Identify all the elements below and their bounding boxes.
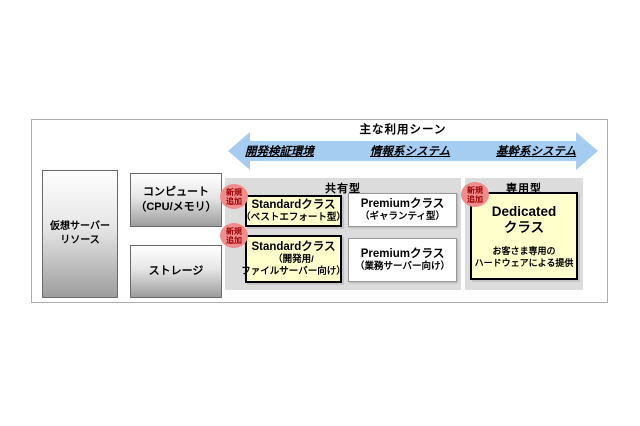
new-addition-badge-dedicated: 新規 追加 [461, 182, 489, 207]
main-usage-title: 主な利用シーン [359, 124, 447, 136]
arrow-label-info-system: 情報系システム [370, 146, 451, 158]
badge1-line2: 追加 [226, 196, 242, 206]
standard2-title: Standardクラス [251, 241, 336, 253]
dedicated-class-box: Dedicated クラス お客さま専用の ハードウェアによる提供 [470, 192, 578, 280]
storage-box: ストレージ [130, 245, 222, 298]
badge1-line1: 新規 [226, 187, 242, 197]
badge3-line2: 追加 [467, 194, 483, 204]
arrow-shaft [249, 141, 577, 161]
standard2-subtitle-line1: （開発用/ [273, 254, 314, 265]
premium-class-business-server-box: Premiumクラス （業務サーバー向け） [348, 238, 457, 282]
badge2-line1: 新規 [226, 226, 242, 236]
standard-class-best-effort-box: Standardクラス （ベストエフォート型） [241, 195, 346, 227]
compute-line1: コンピュート [143, 186, 209, 198]
virtual-server-resource-line2: リソース [60, 235, 100, 246]
virtual-server-resource-line1: 仮想サーバー [50, 221, 110, 232]
premium2-title: Premiumクラス [360, 248, 445, 260]
dedicated-title-line2: クラス [503, 220, 545, 235]
premium-class-guarantee-box: Premiumクラス （ギャランティ型） [348, 193, 457, 227]
compute-line2: （CPU/メモリ） [135, 201, 217, 213]
dedicated-title-line1: Dedicated [491, 204, 557, 219]
virtual-server-resource-box: 仮想サーバー リソース [42, 170, 118, 298]
arrow-right-head-icon [576, 132, 598, 170]
standard-class-dev-fileserver-box: Standardクラス （開発用/ ファイルサーバー向け） [241, 235, 346, 283]
standard1-subtitle: （ベストエフォート型） [241, 212, 346, 223]
compute-box: コンピュート （CPU/メモリ） [130, 173, 222, 227]
arrow-label-dev-env: 開発検証環境 [245, 146, 314, 158]
new-addition-badge-standard2: 新規 追加 [220, 223, 248, 248]
arrow-label-core-system: 基幹系システム [496, 146, 577, 158]
storage-line1: ストレージ [148, 265, 204, 277]
badge2-line2: 追加 [226, 235, 242, 245]
dedicated-desc-line1: お客さま専用の [492, 246, 556, 256]
shared-type-header: 共有型 [325, 183, 361, 195]
premium2-subtitle: （業務サーバー向け） [355, 261, 450, 272]
arrow-left-head-icon [228, 132, 250, 170]
dedicated-desc-line2: ハードウェアによる提供 [474, 258, 574, 268]
badge3-line1: 新規 [467, 185, 483, 195]
new-addition-badge-standard1: 新規 追加 [220, 184, 248, 209]
usage-scene-arrow: 開発検証環境 情報系システム 基幹系システム [228, 132, 598, 170]
premium1-title: Premiumクラス [360, 198, 445, 210]
premium1-subtitle: （ギャランティ型） [360, 211, 445, 222]
standard2-subtitle-line2: ファイルサーバー向け） [241, 266, 346, 277]
standard1-title: Standardクラス [251, 199, 336, 211]
